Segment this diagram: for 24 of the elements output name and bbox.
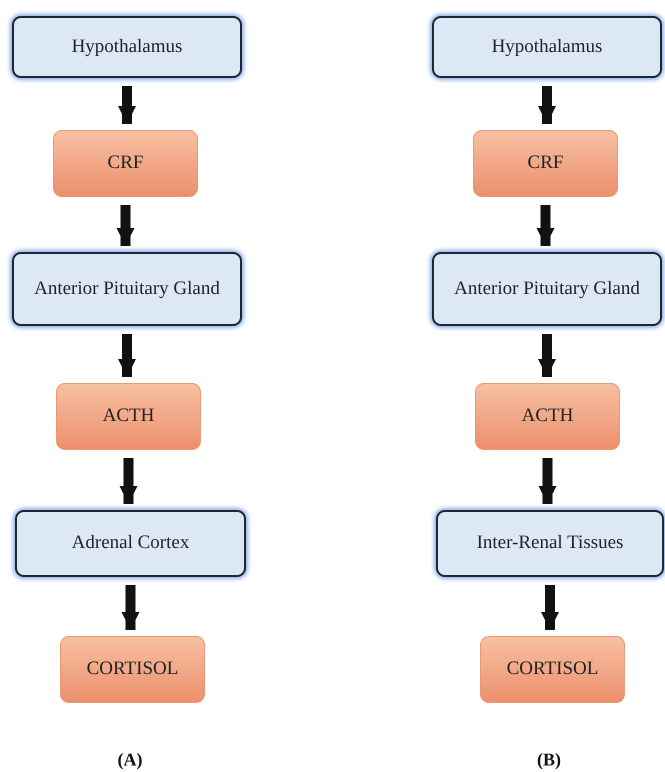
organ-box: Hypothalamus <box>432 16 662 78</box>
arrow <box>538 334 556 377</box>
arrow <box>536 205 554 246</box>
arrow <box>118 86 136 124</box>
hormone-box: CORTISOL <box>480 636 625 703</box>
arrow <box>118 334 136 377</box>
arrow <box>541 585 559 630</box>
organ-box: Anterior Pituitary Gland <box>432 252 662 326</box>
panel-label: (A) <box>118 750 142 770</box>
organ-box: Hypothalamus <box>12 16 242 78</box>
organ-box: Adrenal Cortex <box>15 510 246 577</box>
hormone-box: ACTH <box>56 383 201 450</box>
hormone-box: CRF <box>53 130 198 197</box>
arrow <box>538 86 556 124</box>
panel-label: (B) <box>537 750 561 770</box>
arrow <box>116 205 134 246</box>
arrow <box>120 458 138 504</box>
arrow <box>538 458 556 504</box>
organ-box: Anterior Pituitary Gland <box>12 252 242 326</box>
organ-box: Inter-Renal Tissues <box>436 510 664 577</box>
hormone-box: CORTISOL <box>60 636 205 703</box>
hormone-box: CRF <box>473 130 618 197</box>
hormone-box: ACTH <box>475 383 620 450</box>
arrow <box>122 585 140 630</box>
